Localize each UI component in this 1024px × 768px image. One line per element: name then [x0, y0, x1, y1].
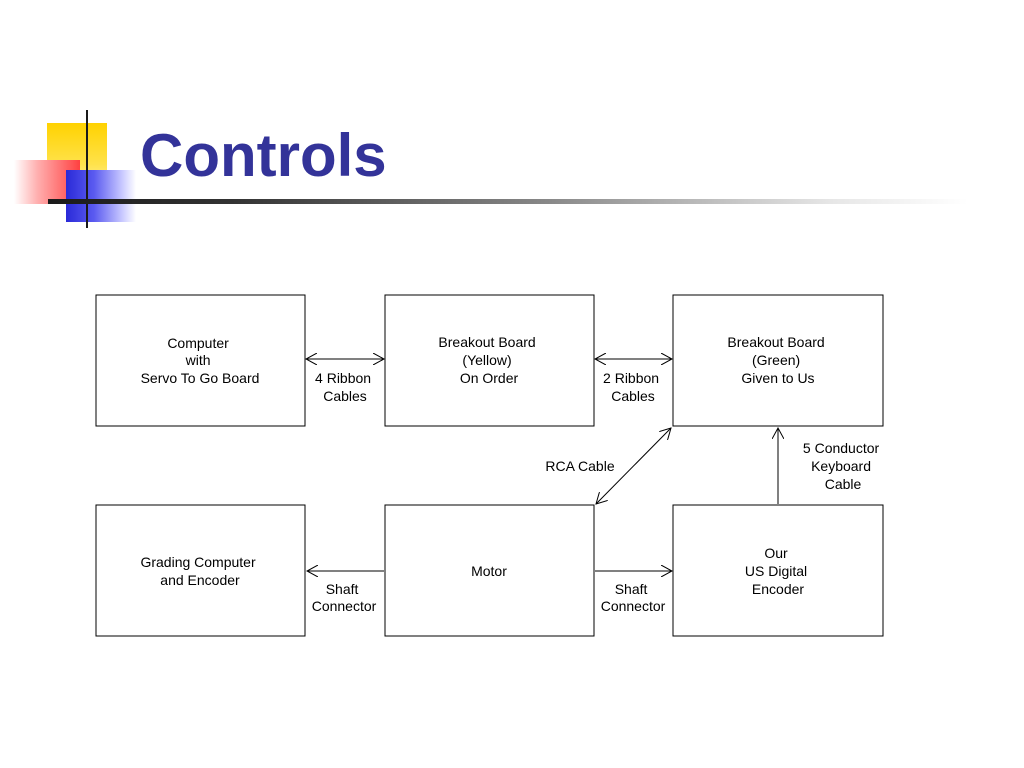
label-grading-computer: Grading Computer and Encoder	[140, 554, 259, 588]
box-breakout-yellow	[384, 294, 595, 427]
label-4-ribbon-cables: 4 Ribbon Cables	[315, 370, 375, 404]
label-breakout-yellow: Breakout Board (Yellow) On Order	[438, 334, 539, 386]
arrow-rca-cable	[596, 428, 671, 504]
decorative-vertical-line	[86, 110, 88, 228]
box-computer	[95, 294, 306, 427]
label-2-ribbon-cables: 2 Ribbon Cables	[603, 370, 663, 404]
label-shaft-connector-left: Shaft Connector	[312, 581, 377, 614]
label-shaft-connector-right: Shaft Connector	[601, 581, 666, 614]
label-computer: Computer with Servo To Go Board	[141, 335, 260, 386]
box-motor	[384, 504, 595, 637]
box-encoder	[672, 504, 884, 637]
slide-title: Controls	[140, 122, 387, 189]
label-rca-cable: RCA Cable	[545, 458, 614, 474]
label-keyboard-cable: 5 Conductor Keyboard Cable	[803, 440, 883, 492]
title-underline	[48, 199, 968, 204]
label-motor: Motor	[471, 563, 507, 579]
label-encoder: Our US Digital Encoder	[745, 545, 811, 597]
box-breakout-green	[672, 294, 884, 427]
decorative-blue-square	[66, 170, 136, 222]
box-grading-computer	[95, 504, 306, 637]
label-breakout-green: Breakout Board (Green) Given to Us	[727, 334, 828, 386]
